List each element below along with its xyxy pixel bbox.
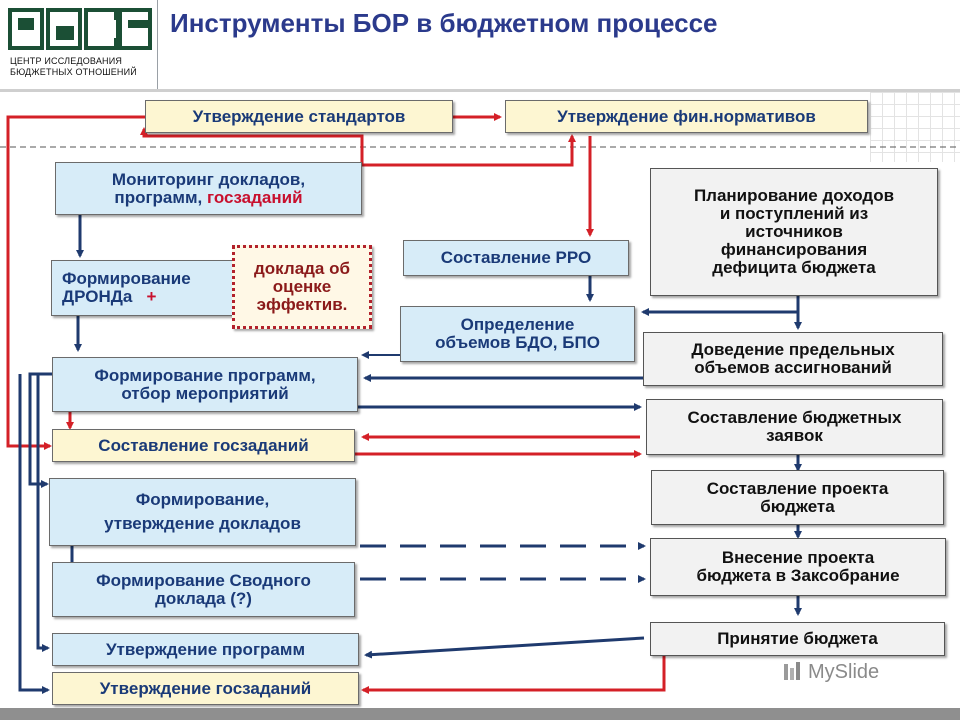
box-programs: Формирование программ, отбор мероприятий <box>52 357 358 412</box>
logo-line-1: ЦЕНТР ИССЛЕДОВАНИЯ <box>10 56 123 66</box>
arrow-programs-to-reports <box>28 372 52 488</box>
box-requests-line-1: Составление бюджетных <box>687 408 902 428</box>
box-dronda-line-2: ДРОНДа + <box>62 288 156 306</box>
box-approve-goszadaniya: Утверждение госзаданий <box>52 672 359 705</box>
box-efficiency-line-2: оценке <box>272 277 332 297</box>
box-planning-line-5: дефицита бюджета <box>712 257 876 277</box>
myslide-logo-icon <box>784 662 800 680</box>
box-planning-line-4: финансирования <box>720 239 868 259</box>
box-programs-line-2: отбор мероприятий <box>121 383 289 403</box>
logo: ЦЕНТР ИССЛЕДОВАНИЯ БЮДЖЕТНЫХ ОТНОШЕНИЙ <box>0 0 157 88</box>
arrow-adopt-to-approve-programs <box>364 636 645 659</box>
arrow-monitoring-to-finnorms <box>362 134 576 167</box>
box-rro: Составление РРО <box>403 240 629 276</box>
box-draft-line-1: Составление проекта <box>706 478 889 498</box>
box-monitoring-line-1: Мониторинг докладов, <box>111 169 306 189</box>
box-efficiency-line-1: доклада об <box>254 259 350 279</box>
box-submit-line-1: Внесение проекта <box>721 548 875 568</box>
box-budget-requests: Составление бюджетных заявок <box>646 399 943 455</box>
box-monitoring-text: программ, <box>114 187 207 207</box>
arrow-programs-to-approve-goszadaniya <box>18 374 50 694</box>
box-submit-line-2: бюджета в Заксобрание <box>696 566 900 585</box>
box-bdo-line-1: Определение <box>460 315 575 335</box>
box-revenue-planning: Планирование доходов и поступлений из ис… <box>650 168 938 296</box>
box-goszadaniya: Составление госзаданий <box>52 429 355 462</box>
box-approve-standards: Утверждение стандартов <box>145 100 453 133</box>
box-reports-line-1: Формирование, <box>135 490 270 510</box>
box-planning-line-2: и поступлений из <box>719 204 869 224</box>
box-draft-budget: Составление проекта бюджета <box>651 470 944 525</box>
box-adopt-label: Принятие бюджета <box>717 629 878 649</box>
box-svodny-line-2: доклада (?) <box>155 588 252 608</box>
box-bdo-line-2: объемов БДО, БПО <box>435 333 600 352</box>
watermark: MySlide <box>808 661 880 683</box>
box-planning-line-1: Планирование доходов <box>693 186 895 206</box>
header-divider <box>157 0 158 90</box>
box-submit-budget: Внесение проекта бюджета в Заксобрание <box>650 538 946 596</box>
box-monitoring: Мониторинг докладов, программ, госзадани… <box>55 162 362 215</box>
box-programs-line-1: Формирование программ, <box>94 365 316 385</box>
plus-icon: + <box>146 287 157 306</box>
arrow-programs-to-approve-programs <box>36 374 50 652</box>
box-efficiency-line-3: эффектив. <box>256 294 348 314</box>
box-dronda-text: ДРОНДа <box>62 287 133 306</box>
page-title: Инструменты БОР в бюджетном процессе <box>170 8 718 38</box>
logo-mark <box>8 8 152 50</box>
box-monitoring-line-2: программ, госзаданий <box>114 187 303 207</box>
box-goszadaniya-label: Составление госзаданий <box>98 435 309 455</box>
box-draft-line-2: бюджета <box>760 496 835 516</box>
bottom-bar <box>0 708 960 720</box>
box-svodny-report: Формирование Сводного доклада (?) <box>52 562 355 617</box>
box-svodny-line-1: Формирование Сводного <box>96 570 311 590</box>
arrow-monitoring-to-standards <box>140 127 364 165</box>
box-approve-programs-label: Утверждение программ <box>105 639 306 659</box>
box-limits-line-1: Доведение предельных <box>691 340 895 360</box>
box-approve-goszadaniya-label: Утверждение госзаданий <box>99 678 312 698</box>
box-planning-line-3: источников <box>745 222 843 242</box>
box-monitoring-goszadaniya: госзаданий <box>206 187 303 207</box>
box-requests-line-2: заявок <box>766 426 823 445</box>
box-approve-fin-norms-label: Утверждение фин.нормативов <box>557 106 816 126</box>
box-rro-label: Составление РРО <box>440 248 592 268</box>
box-approve-fin-norms: Утверждение фин.нормативов <box>505 100 868 133</box>
header-separator <box>0 89 960 92</box>
box-efficiency-report: доклада об оценке эффектив. <box>232 245 372 329</box>
box-limits-line-2: объемов ассигнований <box>694 358 892 377</box>
logo-line-2: БЮДЖЕТНЫХ ОТНОШЕНИЙ <box>10 67 137 77</box>
box-adopt-budget: Принятие бюджета <box>650 622 945 656</box>
box-dronda: Формирование ДРОНДа + <box>51 260 237 316</box>
background-grid <box>870 92 960 162</box>
box-bdo-bpo: Определение объемов БДО, БПО <box>400 306 635 362</box>
arrow-adopt-to-approve-goszadaniya <box>361 656 666 694</box>
box-approve-programs: Утверждение программ <box>52 633 359 666</box>
box-reports: Формирование, утверждение докладов <box>49 478 356 546</box>
box-dronda-line-1: Формирование <box>62 269 191 289</box>
box-approve-standards-label: Утверждение стандартов <box>192 106 406 126</box>
box-reports-line-2: утверждение докладов <box>104 514 301 533</box>
box-limits: Доведение предельных объемов ассигновани… <box>643 332 943 386</box>
